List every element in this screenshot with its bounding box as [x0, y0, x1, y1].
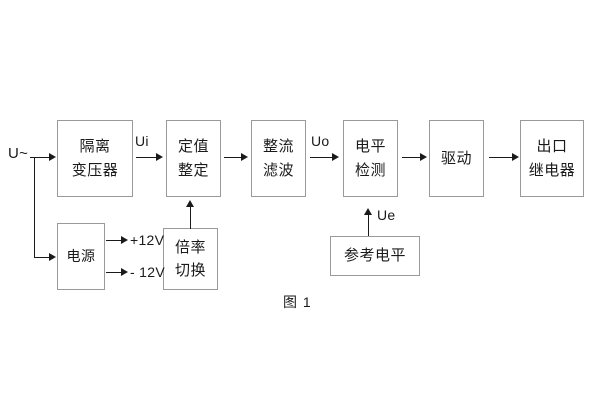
block-line-2: 滤波	[262, 161, 294, 179]
input-label-u: U~	[8, 145, 29, 162]
block-output-relay[interactable]: 出口 继电器	[520, 120, 584, 197]
block-line-1: 电源	[66, 247, 96, 264]
input-trunk-line	[34, 157, 35, 257]
branch-to-transformer-arrow	[49, 153, 56, 161]
block-line-1: 倍率	[174, 238, 206, 256]
arrow-transformer-to-setting-head	[156, 153, 163, 161]
block-setting-value[interactable]: 定值 整定	[166, 120, 221, 197]
rail-positive-arrow	[121, 236, 128, 244]
arrow-level-to-drive-line	[402, 157, 421, 158]
block-line-1: 整流	[262, 138, 294, 156]
rail-negative-label: - 12V	[130, 264, 165, 280]
block-line-1: 出口	[536, 138, 568, 156]
block-line-1: 电平	[354, 138, 386, 156]
arrow-setting-to-rectify-line	[224, 157, 242, 158]
signal-label-ue: Ue	[377, 207, 396, 223]
block-line-1: 驱动	[440, 149, 472, 167]
signal-label-uo: Uo	[311, 133, 330, 149]
block-line-2: 整定	[177, 161, 209, 179]
rail-negative-arrow	[121, 268, 128, 276]
block-line-2: 继电器	[528, 161, 576, 179]
arrow-drive-to-relay-head	[512, 153, 519, 161]
arrow-reference-to-level-head	[364, 208, 372, 215]
block-reference-level[interactable]: 参考电平	[330, 236, 420, 276]
arrow-transformer-to-setting-line	[136, 157, 157, 158]
block-rectify-filter[interactable]: 整流 滤波	[251, 120, 306, 197]
block-line-2: 切换	[174, 262, 206, 279]
rail-positive-label: +12V	[130, 232, 165, 248]
block-level-detection[interactable]: 电平 检测	[343, 120, 398, 197]
arrow-setting-to-rectify-head	[241, 153, 248, 161]
branch-to-power-line	[34, 257, 50, 258]
block-power-supply[interactable]: 电源	[57, 223, 105, 290]
arrow-reference-to-level-line	[368, 215, 369, 236]
figure-caption: 图 1	[283, 294, 312, 310]
block-isolation-transformer[interactable]: 隔离 变压器	[57, 120, 133, 197]
block-line-1: 定值	[177, 138, 209, 156]
branch-to-power-arrow	[49, 253, 56, 261]
arrow-rectify-to-level-head	[332, 153, 339, 161]
block-line-2: 检测	[354, 161, 386, 179]
block-drive[interactable]: 驱动	[429, 120, 484, 197]
arrow-rectify-to-level-line	[310, 157, 333, 158]
rail-negative-line	[106, 272, 122, 273]
arrow-drive-to-relay-line	[489, 157, 513, 158]
block-multiplier-switch[interactable]: 倍率 切换	[163, 228, 218, 290]
rail-positive-line	[106, 240, 122, 241]
input-stub-line	[30, 157, 36, 158]
block-line-1: 参考电平	[343, 247, 406, 265]
branch-to-transformer-line	[34, 157, 50, 158]
arrow-multiplier-to-setting-head	[186, 200, 194, 207]
arrow-level-to-drive-head	[420, 153, 427, 161]
block-line-1: 隔离	[79, 138, 111, 156]
signal-label-ui: Ui	[135, 133, 149, 149]
block-line-2: 变压器	[71, 161, 119, 179]
arrow-multiplier-to-setting-line	[190, 207, 191, 229]
